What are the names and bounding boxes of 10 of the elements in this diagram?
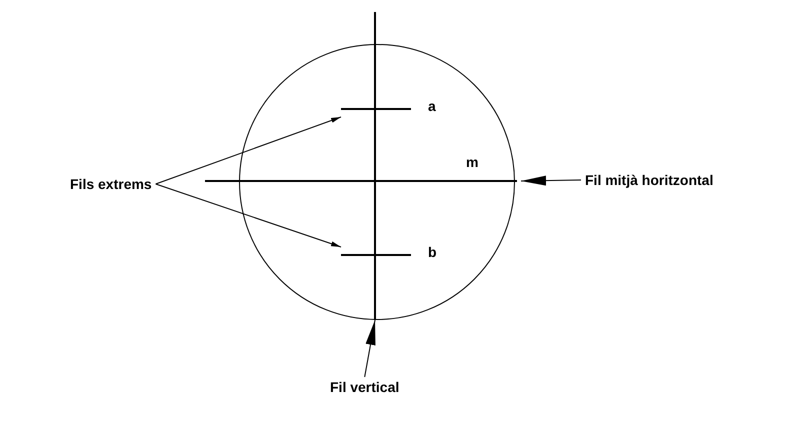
pointer-arrow	[364, 320, 378, 378]
hair-label: Fil vertical	[330, 379, 400, 395]
leader-arrow	[155, 116, 342, 184]
hair-letter: b	[428, 244, 437, 260]
hair-label: Fil mitjà horitzontal	[585, 172, 714, 188]
hair-letter: m	[466, 154, 478, 170]
hair-letter: a	[428, 98, 436, 114]
leader-arrow	[155, 184, 342, 248]
hair-label: Fils extrems	[70, 176, 152, 192]
pointer-arrow	[520, 176, 582, 186]
